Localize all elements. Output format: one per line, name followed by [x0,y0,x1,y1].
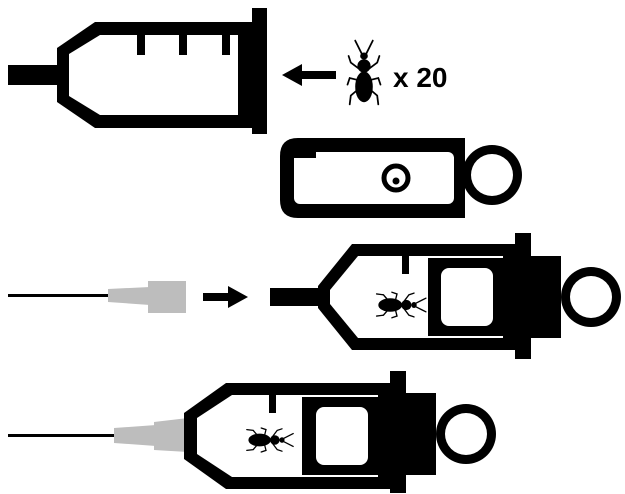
barrel-nozzle [8,65,58,85]
graduation-mark [137,35,145,55]
beetle-icon [348,41,381,105]
graduation-mark [179,35,187,55]
barrel-nozzle [270,288,322,306]
step2-plunger [280,138,522,218]
plunger-interior [294,152,454,204]
graduation-mark [269,395,276,413]
graduation-mark [402,256,409,274]
step1-syringe-barrel [8,8,267,134]
graduation-mark [222,35,230,55]
barrel-flange [515,233,531,359]
barrel-interior [69,35,238,115]
arrow-right-icon [203,286,248,308]
step4-assembled-syringe [8,371,496,493]
barrel-flange [390,371,406,493]
needle-icon [8,281,186,313]
count-label: x 20 [393,62,448,93]
barrel-flange [252,8,267,134]
step3-loaded-syringe [270,233,621,359]
arrow-left-icon [282,64,336,86]
